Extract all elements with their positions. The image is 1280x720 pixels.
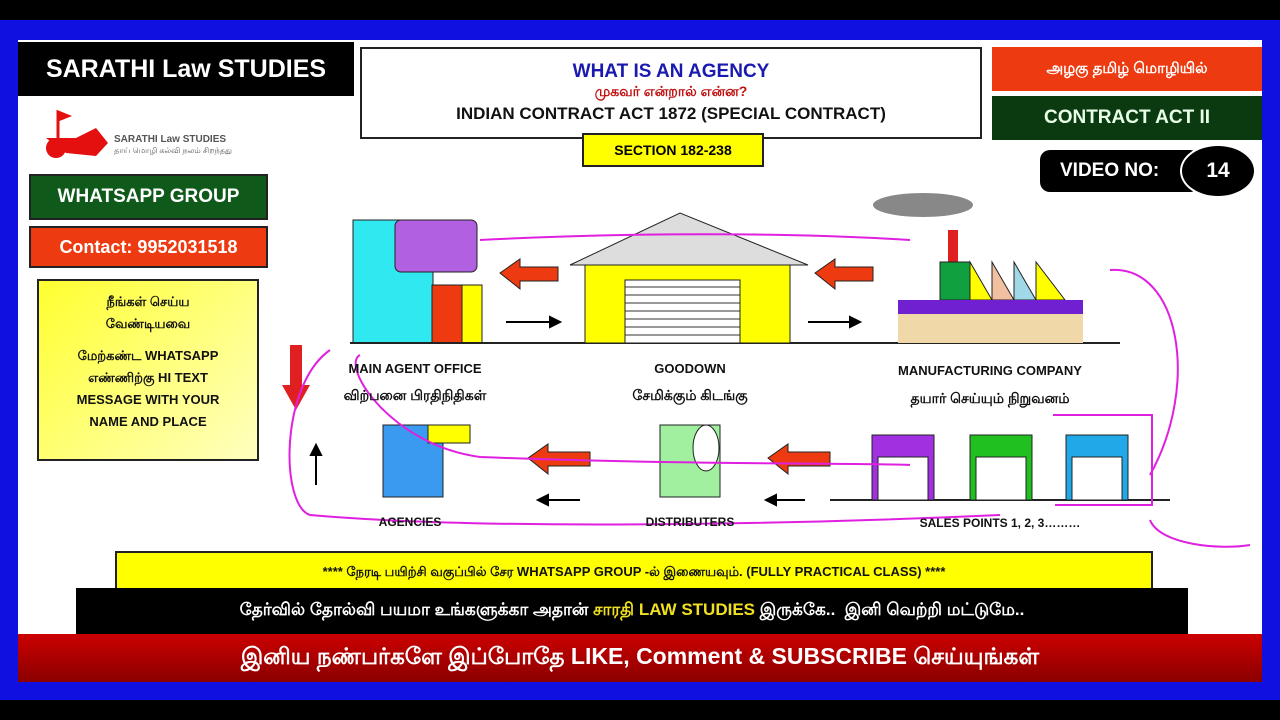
course-label: CONTRACT ACT II <box>992 96 1262 140</box>
todo-line-1: மேற்கண்ட WHATSAPP <box>77 348 219 363</box>
black-banner-text-2: இருக்கே.. இனி வெற்றி மட்டுமே.. <box>755 600 1025 619</box>
distributers-building <box>659 424 721 498</box>
black-banner-highlight: சாரதி LAW STUDIES <box>593 600 756 619</box>
label-agencies: AGENCIES <box>378 515 442 529</box>
todo-line-2: எண்ணிற்கு HI TEXT <box>88 370 208 385</box>
todo-line-3: MESSAGE WITH YOUR <box>76 392 220 407</box>
black-banner-text-1: தேர்வில் தோல்வி பயமா உங்களுக்கா அதான் <box>239 600 594 619</box>
yellow-banner: **** நேரடி பயிற்சி வகுப்பில் சேர WHATSAP… <box>115 551 1153 593</box>
section-badge: SECTION 182-238 <box>582 133 764 167</box>
agencies-building <box>382 424 471 498</box>
whatsapp-group-label[interactable]: WHATSAPP GROUP <box>29 174 268 220</box>
logo-text: SARATHI Law STUDIES <box>114 134 227 145</box>
todo-box: நீங்கள் செய்ய வேண்டியவை மேற்கண்ட WHATSAP… <box>37 279 259 461</box>
label-distributers: DISTRIBUTERS <box>645 515 735 529</box>
video-label: VIDEO NO: <box>1060 160 1160 181</box>
todo-heading-1: நீங்கள் செய்ய <box>106 294 190 309</box>
subtitle: INDIAN CONTRACT ACT 1872 (SPECIAL CONTRA… <box>456 104 886 123</box>
header-box: WHAT IS AN AGENCY முகவர் என்றால் என்ன? I… <box>360 47 982 139</box>
logo-tagline: தாய் மொழி கல்வி நலம் சிறந்தது <box>114 146 232 155</box>
black-banner: தேர்வில் தோல்வி பயமா உங்களுக்கா அதான் சா… <box>76 588 1188 634</box>
label-goodown: GOODOWN <box>654 361 726 376</box>
goodown-building <box>569 212 809 344</box>
tamil-tag: அழகு தமிழ் மொழியில் <box>992 47 1262 91</box>
main-agent-office-building <box>352 219 483 344</box>
label-goodown-ta: சேமிக்கும் கிடங்கு <box>632 387 748 403</box>
tamil-title: முகவர் என்றால் என்ன? <box>594 83 748 99</box>
red-arrow-down <box>282 345 310 410</box>
video-badge: VIDEO NO: <box>1040 150 1200 192</box>
subscribe-banner[interactable]: இனிய நண்பர்களே இப்போதே LIKE, Comment & S… <box>18 634 1262 682</box>
black-arrows <box>309 315 863 507</box>
page-title: WHAT IS AN AGENCY <box>572 61 770 82</box>
todo-heading-2: வேண்டியவை <box>105 316 191 331</box>
brand-title: SARATHI Law STUDIES <box>18 42 354 96</box>
label-main-agent-office: MAIN AGENT OFFICE <box>348 361 482 376</box>
label-sales-points: SALES POINTS 1, 2, 3……… <box>919 516 1081 530</box>
contact-number: Contact: 9952031518 <box>29 226 268 268</box>
agency-diagram <box>282 193 1251 548</box>
factory-building <box>873 193 1083 343</box>
chariot-logo-icon <box>46 109 108 158</box>
red-arrow-left <box>499 258 874 291</box>
label-manufacturing-ta: தயார் செய்யும் நிறுவனம் <box>910 390 1070 406</box>
sales-points <box>871 434 1129 501</box>
label-manufacturing: MANUFACTURING COMPANY <box>898 363 1082 378</box>
label-main-agent-office-ta: விற்பனை பிரதிநிதிகள் <box>343 387 487 403</box>
pen-annotations <box>288 233 1251 548</box>
todo-line-4: NAME AND PLACE <box>89 414 207 429</box>
logo: SARATHI Law STUDIES தாய் மொழி கல்வி நலம்… <box>36 108 266 164</box>
video-number: 14 <box>1180 144 1256 198</box>
